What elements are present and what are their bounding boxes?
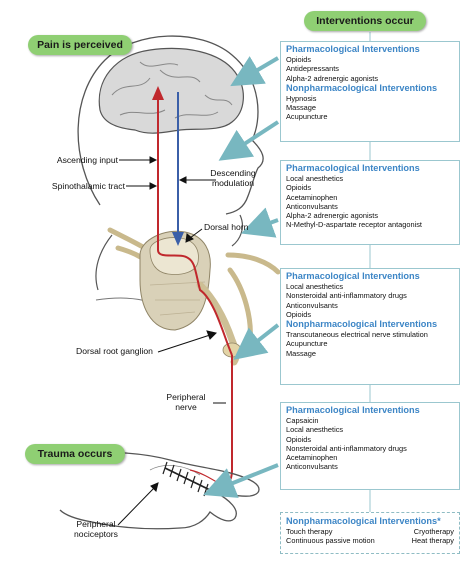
nonpharm-all-row: Touch therapy Cryotherapy <box>286 527 454 536</box>
descending-label-line1: Descending <box>210 168 256 178</box>
hand-illustration <box>59 451 260 530</box>
nonpharm-all-item: Heat therapy <box>411 536 454 546</box>
nociceptors-line1: Peripheral <box>76 519 116 529</box>
dorsal-pharm-item: Anticonvulsants <box>286 201 338 211</box>
brain-icon <box>98 47 244 134</box>
peripheral-nerve-line2: nerve <box>175 402 197 412</box>
periphery-pharm-item: Acetaminophen <box>286 453 338 463</box>
descending-label-line2: modulation <box>211 178 255 188</box>
trauma-occurs-pill: Trauma occurs <box>25 444 125 464</box>
nerve-pharm-heading: Pharmacological Interventions <box>286 271 420 281</box>
dorsal-pharm-heading: Pharmacological Interventions <box>286 163 420 173</box>
periphery-pharm-item: Opioids <box>286 434 312 444</box>
nerve-nonpharm-item: Acupuncture <box>286 339 328 349</box>
nonpharm-all-heading: Nonpharmacological Interventions* <box>286 516 441 526</box>
nerve-pharm-item: Anticonvulsants <box>286 300 338 310</box>
periphery-pharm-item: Capsaicin <box>286 416 319 425</box>
periphery-pharm-heading: Pharmacological Interventions <box>286 405 420 415</box>
periphery-pharm-item: Local anesthetics <box>286 425 344 435</box>
nonpharm-all-box: Nonpharmacological Interventions* Touch … <box>280 512 460 554</box>
interventions-occur-pill: Interventions occur <box>304 11 426 31</box>
nonpharm-all-item: Continuous passive motion <box>286 536 375 546</box>
dorsal-root-ganglion-label: Dorsal root ganglion <box>76 346 153 356</box>
brain-nonpharm-item: Massage <box>286 103 316 113</box>
peripheral-nerve-label: Peripheral nerve <box>160 392 212 412</box>
peripheral-nerve-line1: Peripheral <box>166 392 206 402</box>
nociceptors-line2: nociceptors <box>74 529 118 539</box>
ascending-pathway <box>157 92 233 470</box>
nerve-pharm-item: Nonsteroidal anti-inflammatory drugs <box>286 291 407 301</box>
pain-perceived-pill: Pain is perceived <box>28 35 132 55</box>
dorsal-pharm-item: N-Methyl-D-aspartate receptor antagonist <box>286 220 422 230</box>
brain-interventions-box: Pharmacological Interventions Opioids An… <box>280 41 460 142</box>
dorsal-pharm-item: Acetaminophen <box>286 192 338 202</box>
brain-pharm-item: Opioids <box>286 55 312 64</box>
dorsal-horn-interventions-box: Pharmacological Interventions Local anes… <box>280 160 460 245</box>
periphery-pharm-item: Nonsteroidal anti-inflammatory drugs <box>286 443 407 453</box>
nonpharm-all-row: Continuous passive motion Heat therapy <box>286 536 454 545</box>
nerve-pharm-item: Opioids <box>286 309 312 319</box>
head-outline <box>77 35 264 215</box>
peripheral-nociceptors-label: Peripheral nociceptors <box>64 519 128 539</box>
wound-icon <box>164 467 211 491</box>
dorsal-pharm-item: Alpha-2 adrenergic agonists <box>286 211 379 221</box>
periphery-pharm-item: Anticonvulsants <box>286 462 338 472</box>
brain-pharm-item: Alpha-2 adrenergic agonists <box>286 73 379 83</box>
nerve-nonpharm-item: Massage <box>286 348 316 358</box>
brain-nonpharm-item: Acupuncture <box>286 112 328 122</box>
nerve-nonpharm-heading: Nonpharmacological Interventions <box>286 319 438 330</box>
dorsal-horn-label: Dorsal horn <box>204 222 249 232</box>
peripheral-nerve-interventions-box: Pharmacological Interventions Local anes… <box>280 268 460 385</box>
nerve-pharm-item: Local anesthetics <box>286 282 344 291</box>
brain-nonpharm-heading: Nonpharmacological Interventions <box>286 82 438 93</box>
brain-pharm-heading: Pharmacological Interventions <box>286 44 420 54</box>
nonpharm-all-item: Touch therapy <box>286 527 333 536</box>
periphery-interventions-box: Pharmacological Interventions Capsaicin … <box>280 402 460 490</box>
spinothalamic-tract-label: Spinothalamic tract <box>51 181 125 191</box>
dorsal-pharm-item: Opioids <box>286 183 312 193</box>
nerve-nonpharm-item: Transcutaneous electrical nerve stimulat… <box>286 330 428 340</box>
dorsal-pharm-item: Local anesthetics <box>286 174 344 183</box>
nonpharm-all-item: Cryotherapy <box>413 527 454 536</box>
ascending-input-label: Ascending input <box>56 155 118 165</box>
descending-modulation-label: Descending modulation <box>200 168 266 188</box>
brain-pharm-item: Antidepressants <box>286 64 339 74</box>
brain-nonpharm-item: Hypnosis <box>286 93 317 103</box>
